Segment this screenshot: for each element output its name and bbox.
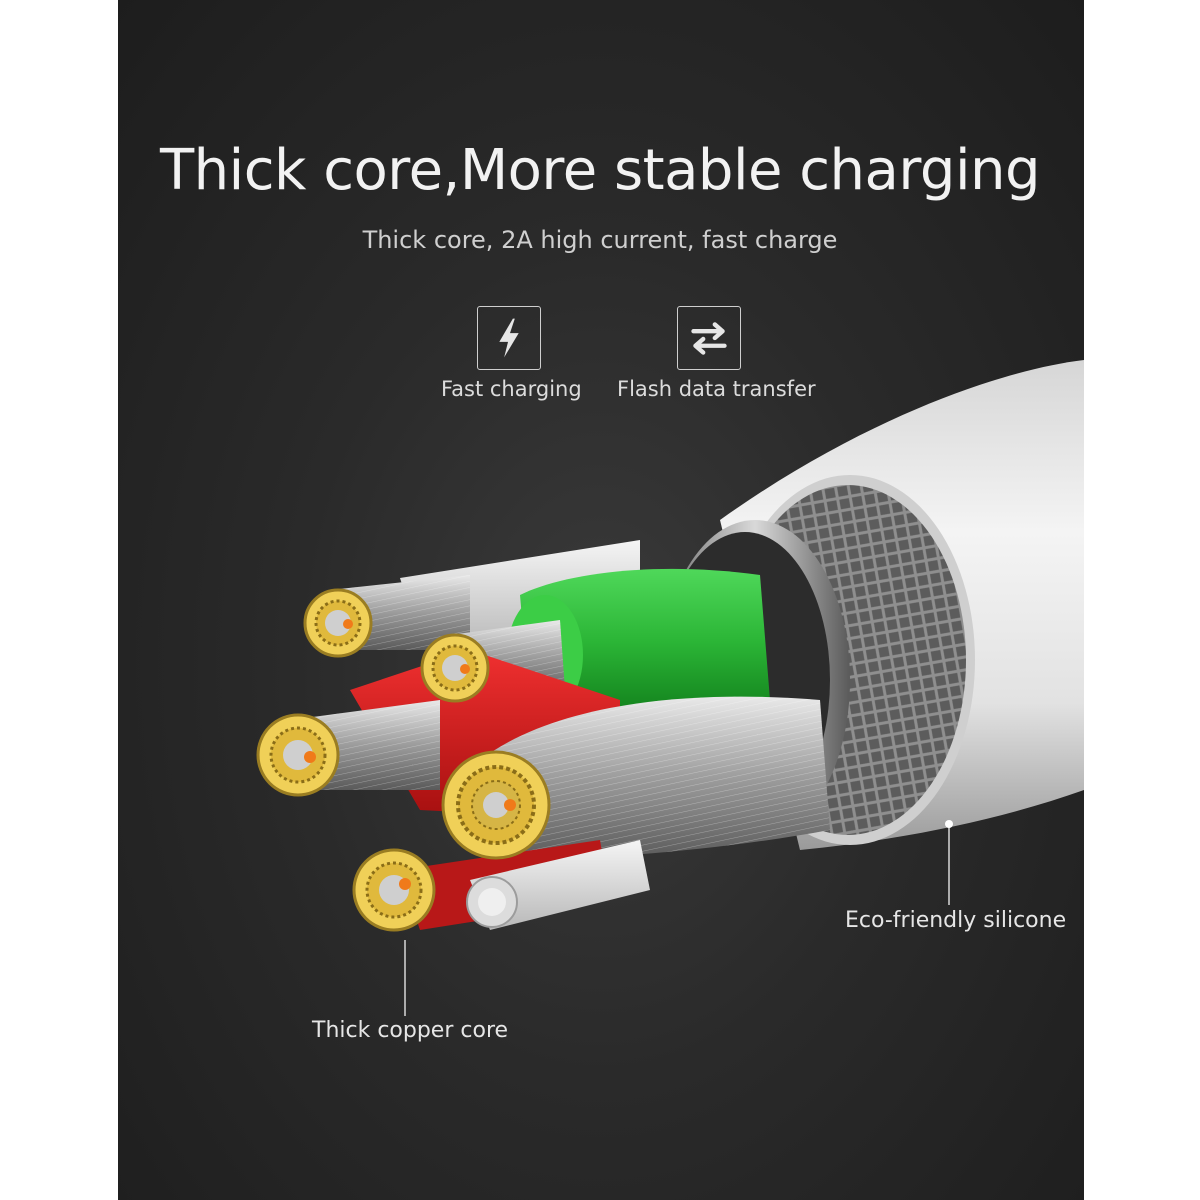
swap-arrows-icon bbox=[677, 306, 741, 370]
page-title: Thick core,More stable charging bbox=[159, 138, 1041, 203]
copper-core-bottom bbox=[352, 848, 436, 932]
copper-core-large bbox=[441, 750, 551, 860]
copper-core-mid bbox=[420, 633, 490, 703]
page-subtitle: Thick core, 2A high current, fast charge bbox=[362, 226, 838, 254]
silicone-callout-dot bbox=[945, 820, 953, 828]
copper-core-left bbox=[256, 713, 340, 797]
feature-label-fast-charging: Fast charging bbox=[441, 377, 582, 401]
feature-label-data-transfer: Flash data transfer bbox=[617, 377, 816, 401]
lightning-bolt-icon bbox=[477, 306, 541, 370]
callout-label-copper: Thick copper core bbox=[312, 1018, 509, 1043]
copper-core-top-left bbox=[303, 588, 373, 658]
callout-label-silicone: Eco-friendly silicone bbox=[845, 908, 1067, 933]
